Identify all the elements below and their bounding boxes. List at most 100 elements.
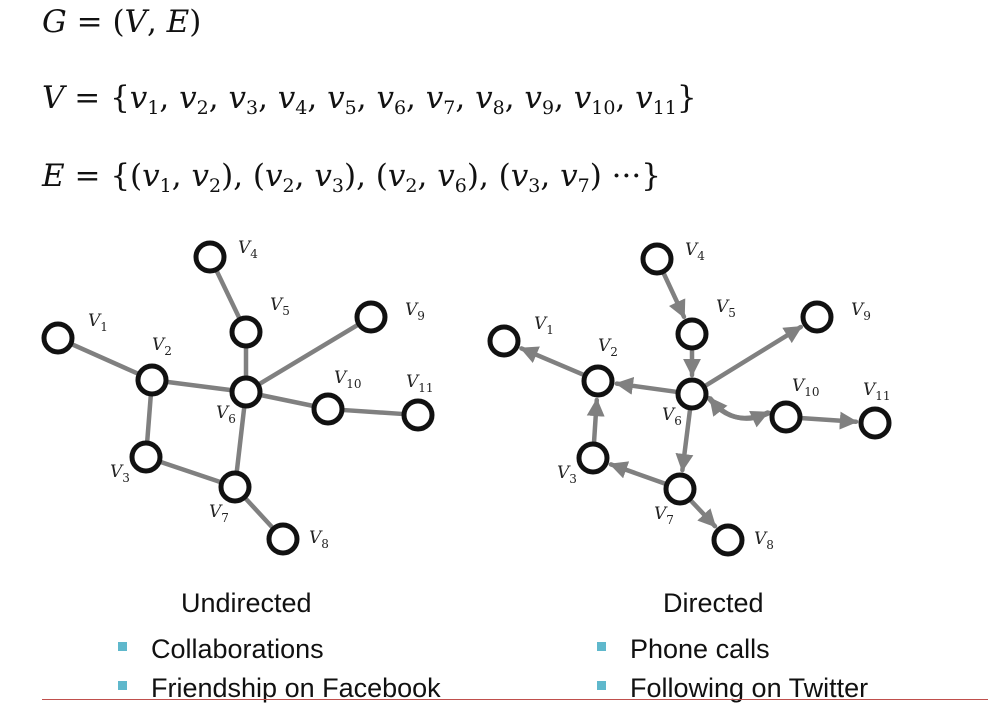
directed-edge-v2-v1	[519, 346, 586, 377]
footer-divider	[42, 699, 988, 700]
node-label-v9: V9	[405, 300, 425, 323]
directed-node-v4	[640, 242, 674, 276]
undirected-edge-v4-v5	[214, 269, 242, 320]
undirected-node-v9	[354, 300, 388, 334]
directed-examples-list: Phone calls Following on Twitter	[597, 632, 868, 710]
node-label-v6: V6	[662, 405, 682, 428]
edge-set-equation: E = {(v1, v2), (v2, v3), (v2, v6), (v3, …	[42, 158, 661, 197]
vertex-symbol: v	[510, 158, 529, 194]
vertex-symbol: v	[376, 80, 394, 116]
undirected-node-v6	[229, 375, 263, 409]
undirected-edge-v6-v10	[259, 392, 315, 409]
directed-node-v2	[581, 364, 615, 398]
vertex-symbol: v	[635, 80, 653, 116]
directed-edge-v10-v11	[799, 411, 859, 430]
undirected-edge-v3-v7	[158, 459, 223, 485]
directed-edge-v6-v2	[614, 376, 679, 395]
list-item: Following on Twitter	[597, 671, 868, 710]
node-label-v8: V8	[754, 529, 774, 552]
directed-node-v5	[675, 317, 709, 351]
square-bullet-icon	[118, 642, 127, 652]
node-label-v7: V7	[654, 504, 674, 527]
directed-edge-v7-v3	[608, 461, 668, 486]
vertex-symbol: v	[142, 158, 160, 194]
directed-node-v9	[800, 300, 834, 334]
vertex-symbol: v	[314, 158, 332, 194]
undirected-edge-v10-v11	[341, 407, 405, 417]
directed-edge-v4-v5	[661, 271, 687, 320]
directed-node-v6	[675, 377, 709, 411]
node-label-v1: V1	[534, 314, 554, 337]
vertex-symbol: v	[129, 80, 148, 116]
node-label-v3: V3	[110, 462, 130, 485]
directed-node-v10	[769, 400, 803, 434]
node-label-v4: V4	[685, 240, 705, 263]
undirected-edge-v7-v8	[243, 496, 275, 530]
directed-edge-v6-v10	[706, 395, 770, 428]
vertex-symbol: v	[179, 80, 197, 116]
graph-definition-equation: G = (V, E)	[42, 4, 202, 40]
square-bullet-icon	[118, 681, 127, 691]
node-label-v11: V11	[863, 380, 891, 403]
node-label-v2: V2	[152, 335, 172, 358]
square-bullet-icon	[597, 642, 606, 652]
directed-node-v7	[663, 472, 697, 506]
undirected-node-v2	[135, 363, 169, 397]
directed-caption: Directed	[663, 588, 764, 618]
node-label-v2: V2	[598, 336, 618, 359]
vertex-symbol: v	[191, 158, 209, 194]
undirected-edge-v6-v7	[234, 405, 247, 474]
node-label-v5: V5	[716, 297, 736, 320]
vertex-symbol: v	[327, 80, 345, 116]
directed-node-v11	[858, 406, 892, 440]
list-item: Phone calls	[597, 632, 868, 671]
undirected-caption: Undirected	[181, 588, 312, 618]
node-label-v4: V4	[238, 238, 258, 261]
node-label-v6: V6	[216, 403, 236, 426]
undirected-edge-v2-v3	[144, 393, 154, 444]
vertex-symbol: v	[475, 80, 493, 116]
vertex-symbol: v	[573, 80, 592, 116]
node-label-v3: V3	[557, 463, 577, 486]
vertex-symbol: v	[524, 80, 542, 116]
vertex-symbol: v	[277, 80, 296, 116]
undirected-node-v4	[193, 240, 227, 274]
vertex-symbol: v	[387, 158, 406, 194]
node-label-v1: V1	[88, 311, 108, 334]
undirected-edge-v1-v2	[70, 342, 140, 376]
undirected-examples-list: Collaborations Friendship on Facebook	[118, 632, 441, 710]
vertex-set-equation: V = {v1, v2, v3, v4, v5, v6, v7, v8, v9,…	[42, 80, 697, 119]
vertex-symbol: v	[560, 158, 578, 194]
vertex-symbol: v	[437, 158, 455, 194]
list-item: Friendship on Facebook	[118, 671, 441, 710]
directed-edge-v6-v7	[675, 407, 694, 473]
vertex-symbol: v	[425, 80, 444, 116]
undirected-node-v5	[229, 315, 263, 349]
directed-edge-v6-v9	[703, 324, 804, 388]
undirected-edge-v6-v9	[257, 322, 360, 387]
vertex-symbol: v	[265, 158, 283, 194]
directed-node-v8	[711, 523, 745, 557]
node-label-v11: V11	[406, 372, 434, 395]
node-label-v8: V8	[309, 528, 329, 551]
directed-node-v1	[487, 324, 521, 358]
node-label-v9: V9	[851, 300, 871, 323]
undirected-node-v3	[129, 440, 163, 474]
undirected-node-v10	[311, 392, 345, 426]
square-bullet-icon	[597, 681, 606, 691]
directed-edge-v7-v8	[688, 498, 718, 529]
directed-edge-v3-v2	[586, 397, 605, 445]
vertex-symbol: v	[228, 80, 246, 116]
node-label-v7: V7	[209, 502, 229, 525]
list-item: Collaborations	[118, 632, 441, 671]
directed-node-v3	[576, 441, 610, 475]
undirected-node-v8	[266, 522, 300, 556]
node-label-v10: V10	[334, 368, 362, 391]
undirected-node-v11	[401, 398, 435, 432]
undirected-edge-v2-v6	[165, 379, 233, 393]
undirected-node-v7	[218, 470, 252, 504]
node-label-v10: V10	[792, 376, 820, 399]
